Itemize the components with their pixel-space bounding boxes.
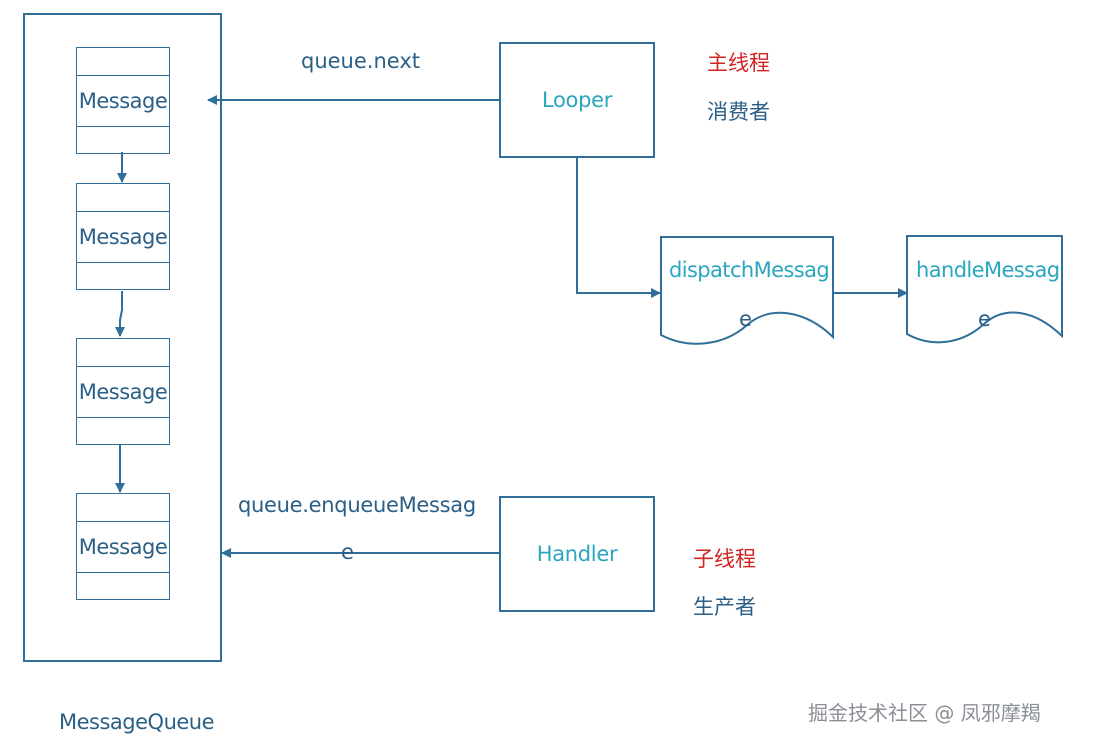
handle-message-label-line1: handleMessag — [916, 258, 1060, 282]
message-node-2: Message — [76, 183, 170, 290]
child-thread-label: 子线程 — [693, 547, 756, 571]
message-link-arrow-2 — [115, 291, 125, 337]
message-queue-title: MessageQueue — [59, 710, 215, 734]
message-node-label: Message — [77, 522, 169, 573]
enqueue-label-line1: queue.enqueueMessag — [238, 493, 476, 517]
message-node-label: Message — [77, 76, 169, 127]
dispatch-message-label-line1: dispatchMessag — [669, 258, 830, 282]
producer-label: 生产者 — [693, 595, 756, 619]
looper-box: Looper — [499, 42, 655, 158]
enqueue-label-line2: e — [341, 540, 354, 564]
queue-next-label: queue.next — [301, 49, 420, 73]
handler-label: Handler — [536, 542, 618, 566]
main-thread-label: 主线程 — [707, 51, 770, 75]
message-node-header — [77, 184, 169, 212]
handler-box: Handler — [499, 496, 655, 612]
consumer-label: 消费者 — [707, 100, 770, 124]
watermark-text: 掘金技术社区 @ 凤邪摩羯 — [808, 701, 1041, 725]
message-node-label: Message — [77, 367, 169, 418]
handle-message-doc — [906, 235, 1063, 344]
message-node-3: Message — [76, 338, 170, 445]
message-node-1: Message — [76, 47, 170, 154]
handle-message-label-line2: e — [978, 307, 991, 331]
message-node-header — [77, 48, 169, 76]
message-node-header — [77, 339, 169, 367]
message-node-header — [77, 494, 169, 522]
dispatch-message-label-line2: e — [739, 307, 752, 331]
message-node-4: Message — [76, 493, 170, 600]
looper-label: Looper — [541, 88, 613, 112]
dispatch-arrow — [576, 158, 661, 298]
message-node-label: Message — [77, 212, 169, 263]
dispatch-message-doc — [660, 236, 834, 345]
